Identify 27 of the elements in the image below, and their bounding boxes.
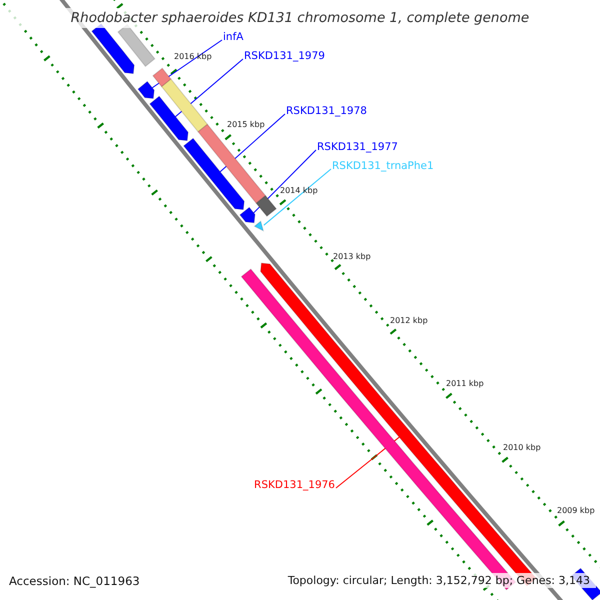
gene-feature [137,80,155,100]
tick-label: 2010 kbp [503,443,541,452]
gene-label: RSKD131_1976 [254,479,335,491]
tick-label: 2009 kbp [557,506,595,515]
leader-line [152,40,222,88]
leader-line [220,114,286,172]
tick-label: 2012 kbp [390,316,428,325]
tick-label: 2011 kbp [446,379,484,388]
tick-label: 2016 kbp [174,52,212,61]
leader-line [263,168,332,226]
gene-feature [239,206,256,224]
gene-label: RSKD131_1978 [286,105,367,117]
gene-label: RSKD131_trnaPhe1 [332,160,434,172]
gene-label: RSKD131_1977 [317,141,398,153]
gene-label: infA [223,31,244,43]
gene-feature [161,78,208,132]
tick-label: 2015 kbp [227,120,265,129]
trna-marker [254,220,264,232]
gene-feature [149,96,189,142]
tick-label: 2013 kbp [333,252,371,261]
gene-feature [183,138,245,210]
gene-feature [256,194,277,217]
leader-line [253,150,316,214]
gene-feature [152,68,172,88]
leader-line [175,58,244,118]
tick-label: 2014 kbp [280,186,318,195]
gene-label: RSKD131_1979 [244,50,325,62]
